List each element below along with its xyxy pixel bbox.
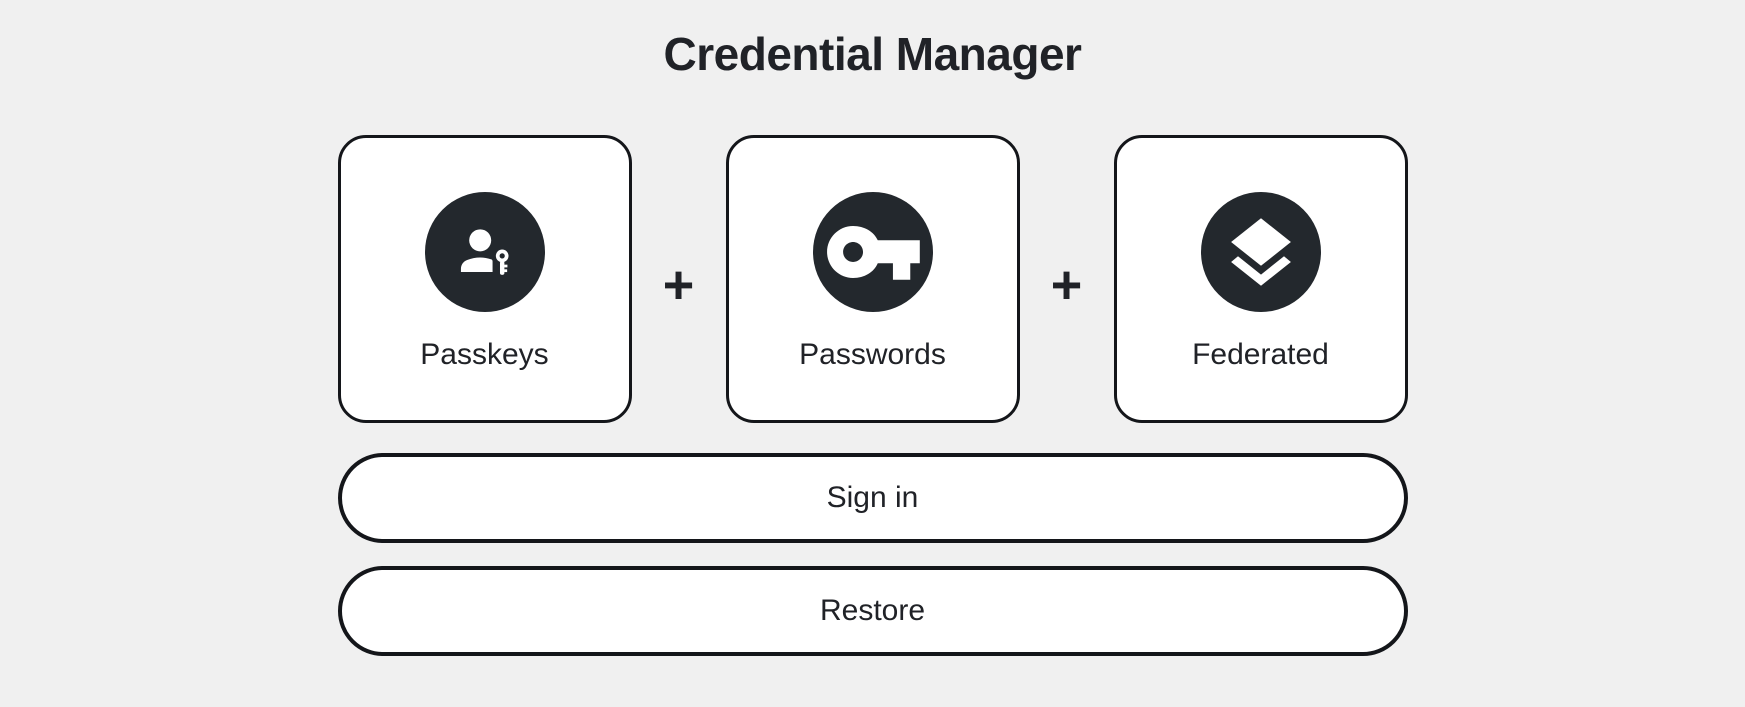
credential-types-row: Passkeys + Passwords + [337, 135, 1408, 423]
sign-in-button[interactable]: Sign in [337, 453, 1408, 543]
restore-button[interactable]: Restore [337, 566, 1408, 656]
card-label-passkeys: Passkeys [420, 338, 549, 371]
federated-icon-circle [1200, 192, 1321, 312]
stacked-layers-icon [1230, 218, 1291, 286]
key-icon [826, 226, 920, 280]
person-key-icon [460, 229, 509, 275]
passkeys-icon-circle [424, 192, 545, 312]
page-title: Credential Manager [663, 28, 1082, 80]
card-passkeys: Passkeys [337, 135, 632, 423]
plus-icon: + [1050, 255, 1083, 315]
credential-manager-app: Credential Manager Passkeys [337, 0, 1408, 656]
plus-icon: + [662, 255, 695, 315]
card-passwords: Passwords [725, 135, 1020, 423]
card-federated: Federated [1113, 135, 1408, 423]
passwords-icon-circle [812, 192, 933, 312]
card-label-passwords: Passwords [799, 338, 946, 371]
card-label-federated: Federated [1192, 338, 1329, 371]
